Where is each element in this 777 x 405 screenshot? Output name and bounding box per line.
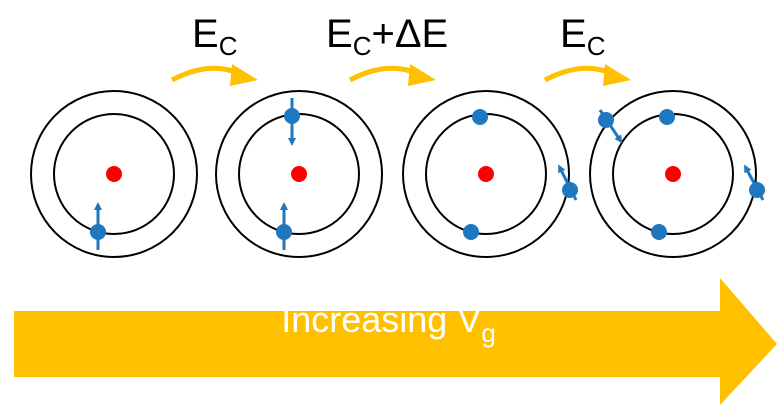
atom-4 (589, 90, 765, 258)
increasing-vg-label: Increasing Vg (281, 299, 496, 348)
nucleus (665, 166, 681, 182)
transition-arrow-2 (348, 64, 436, 86)
electron (659, 109, 675, 125)
transition-label-2: EC+ΔE (326, 12, 449, 61)
nucleus (106, 166, 122, 182)
atom-1 (30, 90, 198, 258)
atom-2 (215, 90, 383, 258)
electron (463, 224, 479, 240)
electron (651, 224, 667, 240)
transition-arrow-3 (543, 64, 631, 86)
nucleus (291, 166, 307, 182)
increasing-vg-arrow (14, 278, 777, 405)
nucleus (478, 166, 494, 182)
transition-label-1: EC (192, 12, 238, 61)
transition-arrow-1 (170, 64, 258, 86)
transition-label-3: EC (560, 12, 606, 61)
electron (472, 109, 488, 125)
atom-3 (402, 90, 578, 258)
